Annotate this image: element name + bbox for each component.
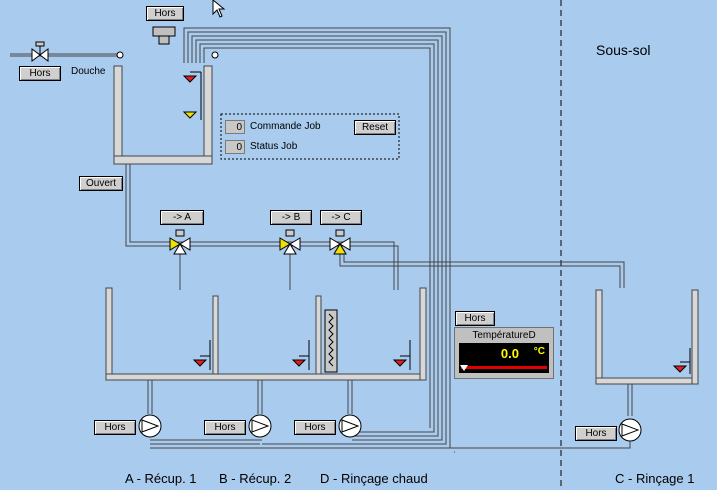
level-high-icon xyxy=(182,75,198,83)
top-valve-unit-icon xyxy=(152,26,176,45)
pump-b-hors-button[interactable]: Hors xyxy=(204,420,246,435)
mouse-cursor-icon xyxy=(212,0,226,18)
level-tank-c-icon xyxy=(672,365,688,373)
level-tank-b-icon xyxy=(291,359,307,367)
pump-d-hors-button[interactable]: Hors xyxy=(294,420,336,435)
lower-tanks xyxy=(105,287,427,381)
to-a-button[interactable]: -> A xyxy=(160,210,204,225)
temp-hors-button[interactable]: Hors xyxy=(455,311,495,326)
inlet-valve-icon xyxy=(31,41,49,62)
temperature-panel: TempératureD 0.0 °C xyxy=(454,327,554,379)
commande-job-label: Commande Job xyxy=(250,121,321,132)
level-tank-a-icon xyxy=(192,359,208,367)
temperature-bar xyxy=(461,366,547,369)
heater-icon xyxy=(324,309,338,373)
suction-pipes xyxy=(147,380,353,414)
pump-a-hors-button[interactable]: Hors xyxy=(94,420,136,435)
valve-b-icon xyxy=(279,229,301,255)
level-tank-d-icon xyxy=(392,359,408,367)
commande-job-value: 0 xyxy=(225,120,245,134)
tank-c-suction xyxy=(627,384,633,416)
douche-hors-button[interactable]: Hors xyxy=(19,66,61,81)
zone-label-sous-sol: Sous-sol xyxy=(596,42,651,58)
reset-button[interactable]: Reset xyxy=(354,120,396,135)
temperature-display: 0.0 °C xyxy=(459,343,549,373)
pump-c-hors-button[interactable]: Hors xyxy=(575,426,617,441)
job-panel-frame xyxy=(220,113,400,160)
tank-b-label: B - Récup. 2 xyxy=(219,471,292,486)
distribution-pipe xyxy=(125,164,625,290)
inlet-pipe xyxy=(10,51,124,59)
temperature-value: 0.0 xyxy=(500,346,519,361)
to-c-button[interactable]: -> C xyxy=(320,210,362,225)
valve-a-icon xyxy=(169,229,191,255)
shower-tank xyxy=(113,65,213,165)
ouvert-button[interactable]: Ouvert xyxy=(79,176,123,191)
douche-label: Douche xyxy=(71,66,106,77)
status-job-label: Status Job xyxy=(250,141,298,152)
valve-c-icon xyxy=(329,229,351,255)
status-job-value: 0 xyxy=(225,140,245,154)
return-pipe-bundle xyxy=(183,27,631,453)
to-b-button[interactable]: -> B xyxy=(270,210,312,225)
tank-a-label: A - Récup. 1 xyxy=(125,471,197,486)
temperature-unit: °C xyxy=(533,346,545,357)
tank-c xyxy=(595,289,699,385)
top-hors-button[interactable]: Hors xyxy=(146,6,184,21)
tank-inlet-icon xyxy=(211,51,219,59)
pump-b-icon xyxy=(248,414,272,438)
pump-a-icon xyxy=(138,414,162,438)
level-low-icon xyxy=(182,111,198,119)
temperature-title: TempératureD xyxy=(472,330,536,341)
temperature-marker-icon xyxy=(460,365,468,371)
tank-d-label: D - Rinçage chaud xyxy=(320,471,428,486)
pump-d-icon xyxy=(338,414,362,438)
pump-c-icon xyxy=(618,418,642,442)
tank-c-label: C - Rinçage 1 xyxy=(615,471,695,486)
